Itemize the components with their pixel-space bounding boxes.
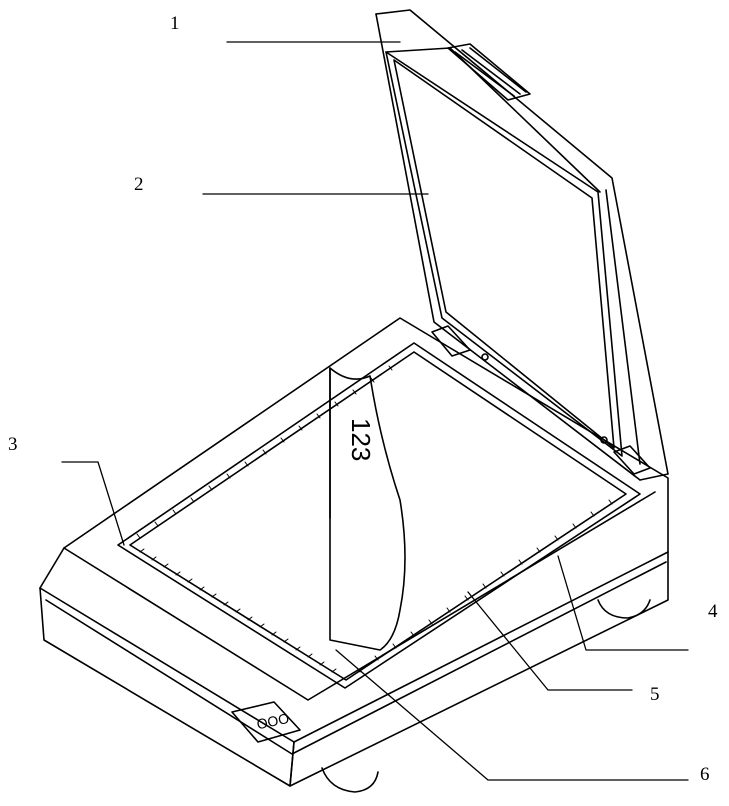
glass-frame	[117, 342, 641, 689]
callout-6: 6	[700, 764, 710, 785]
lid-handle	[447, 43, 531, 101]
document-text: 123	[346, 418, 376, 461]
button-panel	[231, 701, 301, 743]
callout-2: 2	[134, 174, 144, 195]
document-sheet	[329, 367, 406, 651]
callout-3: 3	[8, 434, 18, 455]
leader-lines	[61, 41, 689, 781]
leader-line-5	[467, 591, 633, 691]
callout-4: 4	[708, 601, 718, 622]
leader-line-4	[557, 555, 689, 651]
callout-1: 1	[170, 13, 180, 34]
scanner-feet	[321, 599, 651, 793]
scanner-base	[39, 317, 669, 787]
leader-line-6	[335, 649, 689, 781]
leader-line-3	[61, 461, 125, 546]
callout-5: 5	[650, 684, 660, 705]
control-buttons: OOO	[255, 710, 290, 732]
scanner-lid	[375, 9, 669, 481]
hinges	[431, 325, 651, 475]
